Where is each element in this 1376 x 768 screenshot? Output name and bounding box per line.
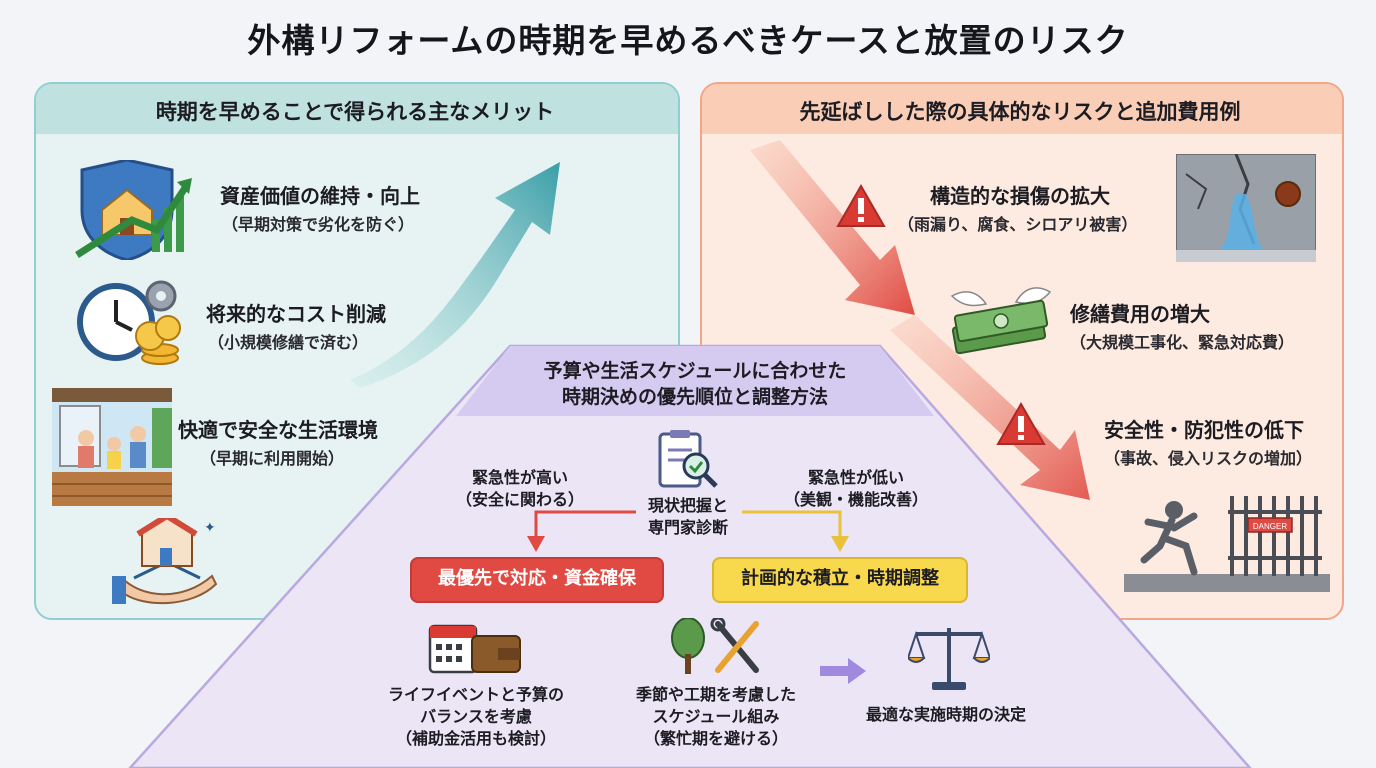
falling-person-gate-icon: DANGER [1124,496,1330,592]
family-deck-icon [52,388,172,506]
diagnosis-line2: 専門家診断 [647,518,728,537]
step-1-line3: （補助金活用も検討） [395,729,556,748]
step-3-line1: 最適な実施時期の決定 [865,705,1026,724]
house-shield-growth-icon [75,160,192,260]
high-priority-action: 最優先で対応・資金確保 [410,557,664,603]
cracked-wall-icon [1176,154,1316,262]
risk-3-sub: （事故、侵入リスクの増加） [1104,449,1313,468]
benefit-3-sub: （早期に利用開始） [200,449,345,468]
rising-arrow-icon [350,162,560,388]
risk-1-sub: （雨漏り、腐食、シロアリ被害） [898,215,1138,234]
benefit-2-title: 将来的なコスト削減 [206,302,386,326]
hand-house-icon: ✦ [112,518,218,605]
page-title: 外構リフォームの時期を早めるべきケースと放置のリスク [247,21,1129,60]
benefit-1-title: 資産価値の維持・向上 [220,184,420,208]
risk-2-title: 修繕費用の増大 [1070,302,1210,326]
clock-coins-icon [77,280,181,365]
risk-1-title: 構造的な損傷の拡大 [930,184,1110,208]
risk-3-title: 安全性・防犯性の低下 [1104,418,1304,442]
low-priority-action: 計画的な積立・時期調整 [712,557,968,603]
priority-heading-line2: 時期決めの優先順位と調整方法 [561,386,828,408]
benefit-3-title: 快適で安全な生活環境 [178,418,378,442]
step-1-text: ライフイベントと予算の バランスを考慮 （補助金活用も検討） [366,684,586,750]
svg-text:✦: ✦ [204,520,216,536]
warning-icon [836,184,886,227]
step-2-line3: （繁忙期を避ける） [643,729,788,748]
risk-2-sub: （大規模工事化、緊急対応費） [1070,333,1295,352]
step-2-line2: スケジュール組み [652,707,780,726]
high-urgency-line1: 緊急性が高い [471,468,568,487]
low-urgency-line1: 緊急性が低い [807,468,904,487]
flying-money-icon [950,287,1052,355]
danger-sign-text: DANGER [1253,522,1287,531]
priority-heading-line1: 予算や生活スケジュールに合わせた [543,360,847,382]
benefit-2-sub: （小規模修繕で済む） [208,333,369,352]
diagnosis-line1: 現状把握と [647,496,728,515]
benefits-panel-header [36,84,678,134]
step-1-line1: ライフイベントと予算の [387,685,564,704]
low-urgency-line2: （美観・機能改善） [783,490,928,509]
tree-tools-icon [671,618,759,674]
scale-icon [908,628,990,690]
falling-arrow-icon [750,140,1090,500]
risks-panel-header [702,84,1342,134]
benefits-heading: 時期を早めることで得られる主なメリット [155,100,555,124]
next-arrow-icon [820,658,866,684]
high-urgency-line2: （安全に関わる） [455,490,584,509]
step-3-text: 最適な実施時期の決定 [846,704,1046,726]
calendar-wallet-icon [428,624,521,674]
benefit-1-sub: （早期対策で劣化を防ぐ） [222,215,415,234]
step-2-line1: 季節や工期を考慮した [635,685,796,704]
step-1-line2: バランスを考慮 [420,707,532,726]
risks-heading: 先延ばしした際の具体的なリスクと追加費用例 [799,100,1241,124]
step-2-text: 季節や工期を考慮した スケジュール組み （繁忙期を避ける） [606,684,826,750]
clipboard-magnifier-icon [658,430,718,488]
warning-icon [996,402,1046,445]
